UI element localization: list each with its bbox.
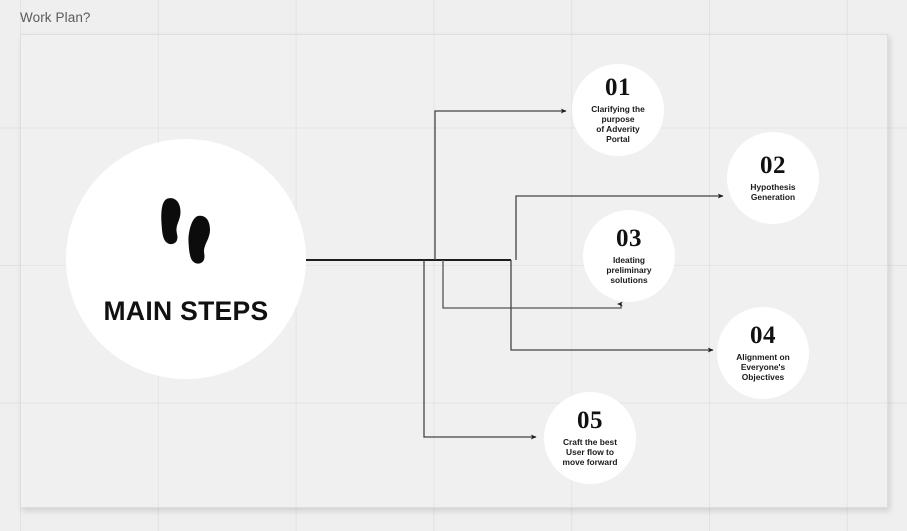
- step-number: 03: [616, 225, 642, 253]
- connector-to-05: [423, 260, 537, 440]
- connector-to-04: [510, 260, 714, 353]
- step-node-01[interactable]: 01 Clarifying the purpose of Adverity Po…: [572, 64, 664, 156]
- step-number: 01: [605, 74, 631, 102]
- step-label: Alignment on Everyone's Objectives: [736, 352, 790, 382]
- hub-title: MAIN STEPS: [103, 295, 269, 326]
- step-label: Clarifying the purpose of Adverity Porta…: [591, 104, 645, 144]
- hub-node-main-steps[interactable]: MAIN STEPS: [66, 139, 306, 379]
- connector-to-01: [434, 108, 567, 260]
- step-node-03[interactable]: 03 Ideating preliminary solutions: [583, 210, 675, 302]
- step-node-05[interactable]: 05 Craft the best User flow to move forw…: [544, 392, 636, 484]
- step-number: 05: [577, 407, 603, 435]
- step-node-02[interactable]: 02 Hypothesis Generation: [727, 132, 819, 224]
- step-label: Hypothesis Generation: [750, 182, 796, 202]
- step-label: Craft the best User flow to move forward: [562, 437, 618, 467]
- step-node-04[interactable]: 04 Alignment on Everyone's Objectives: [717, 307, 809, 399]
- page-title: Work Plan?: [20, 10, 91, 25]
- connector-to-03: [442, 260, 623, 309]
- step-number: 04: [750, 322, 776, 350]
- footprints-icon: [161, 197, 210, 264]
- connector-to-02: [515, 193, 724, 260]
- step-label: Ideating preliminary solutions: [606, 255, 652, 285]
- step-number: 02: [760, 152, 786, 180]
